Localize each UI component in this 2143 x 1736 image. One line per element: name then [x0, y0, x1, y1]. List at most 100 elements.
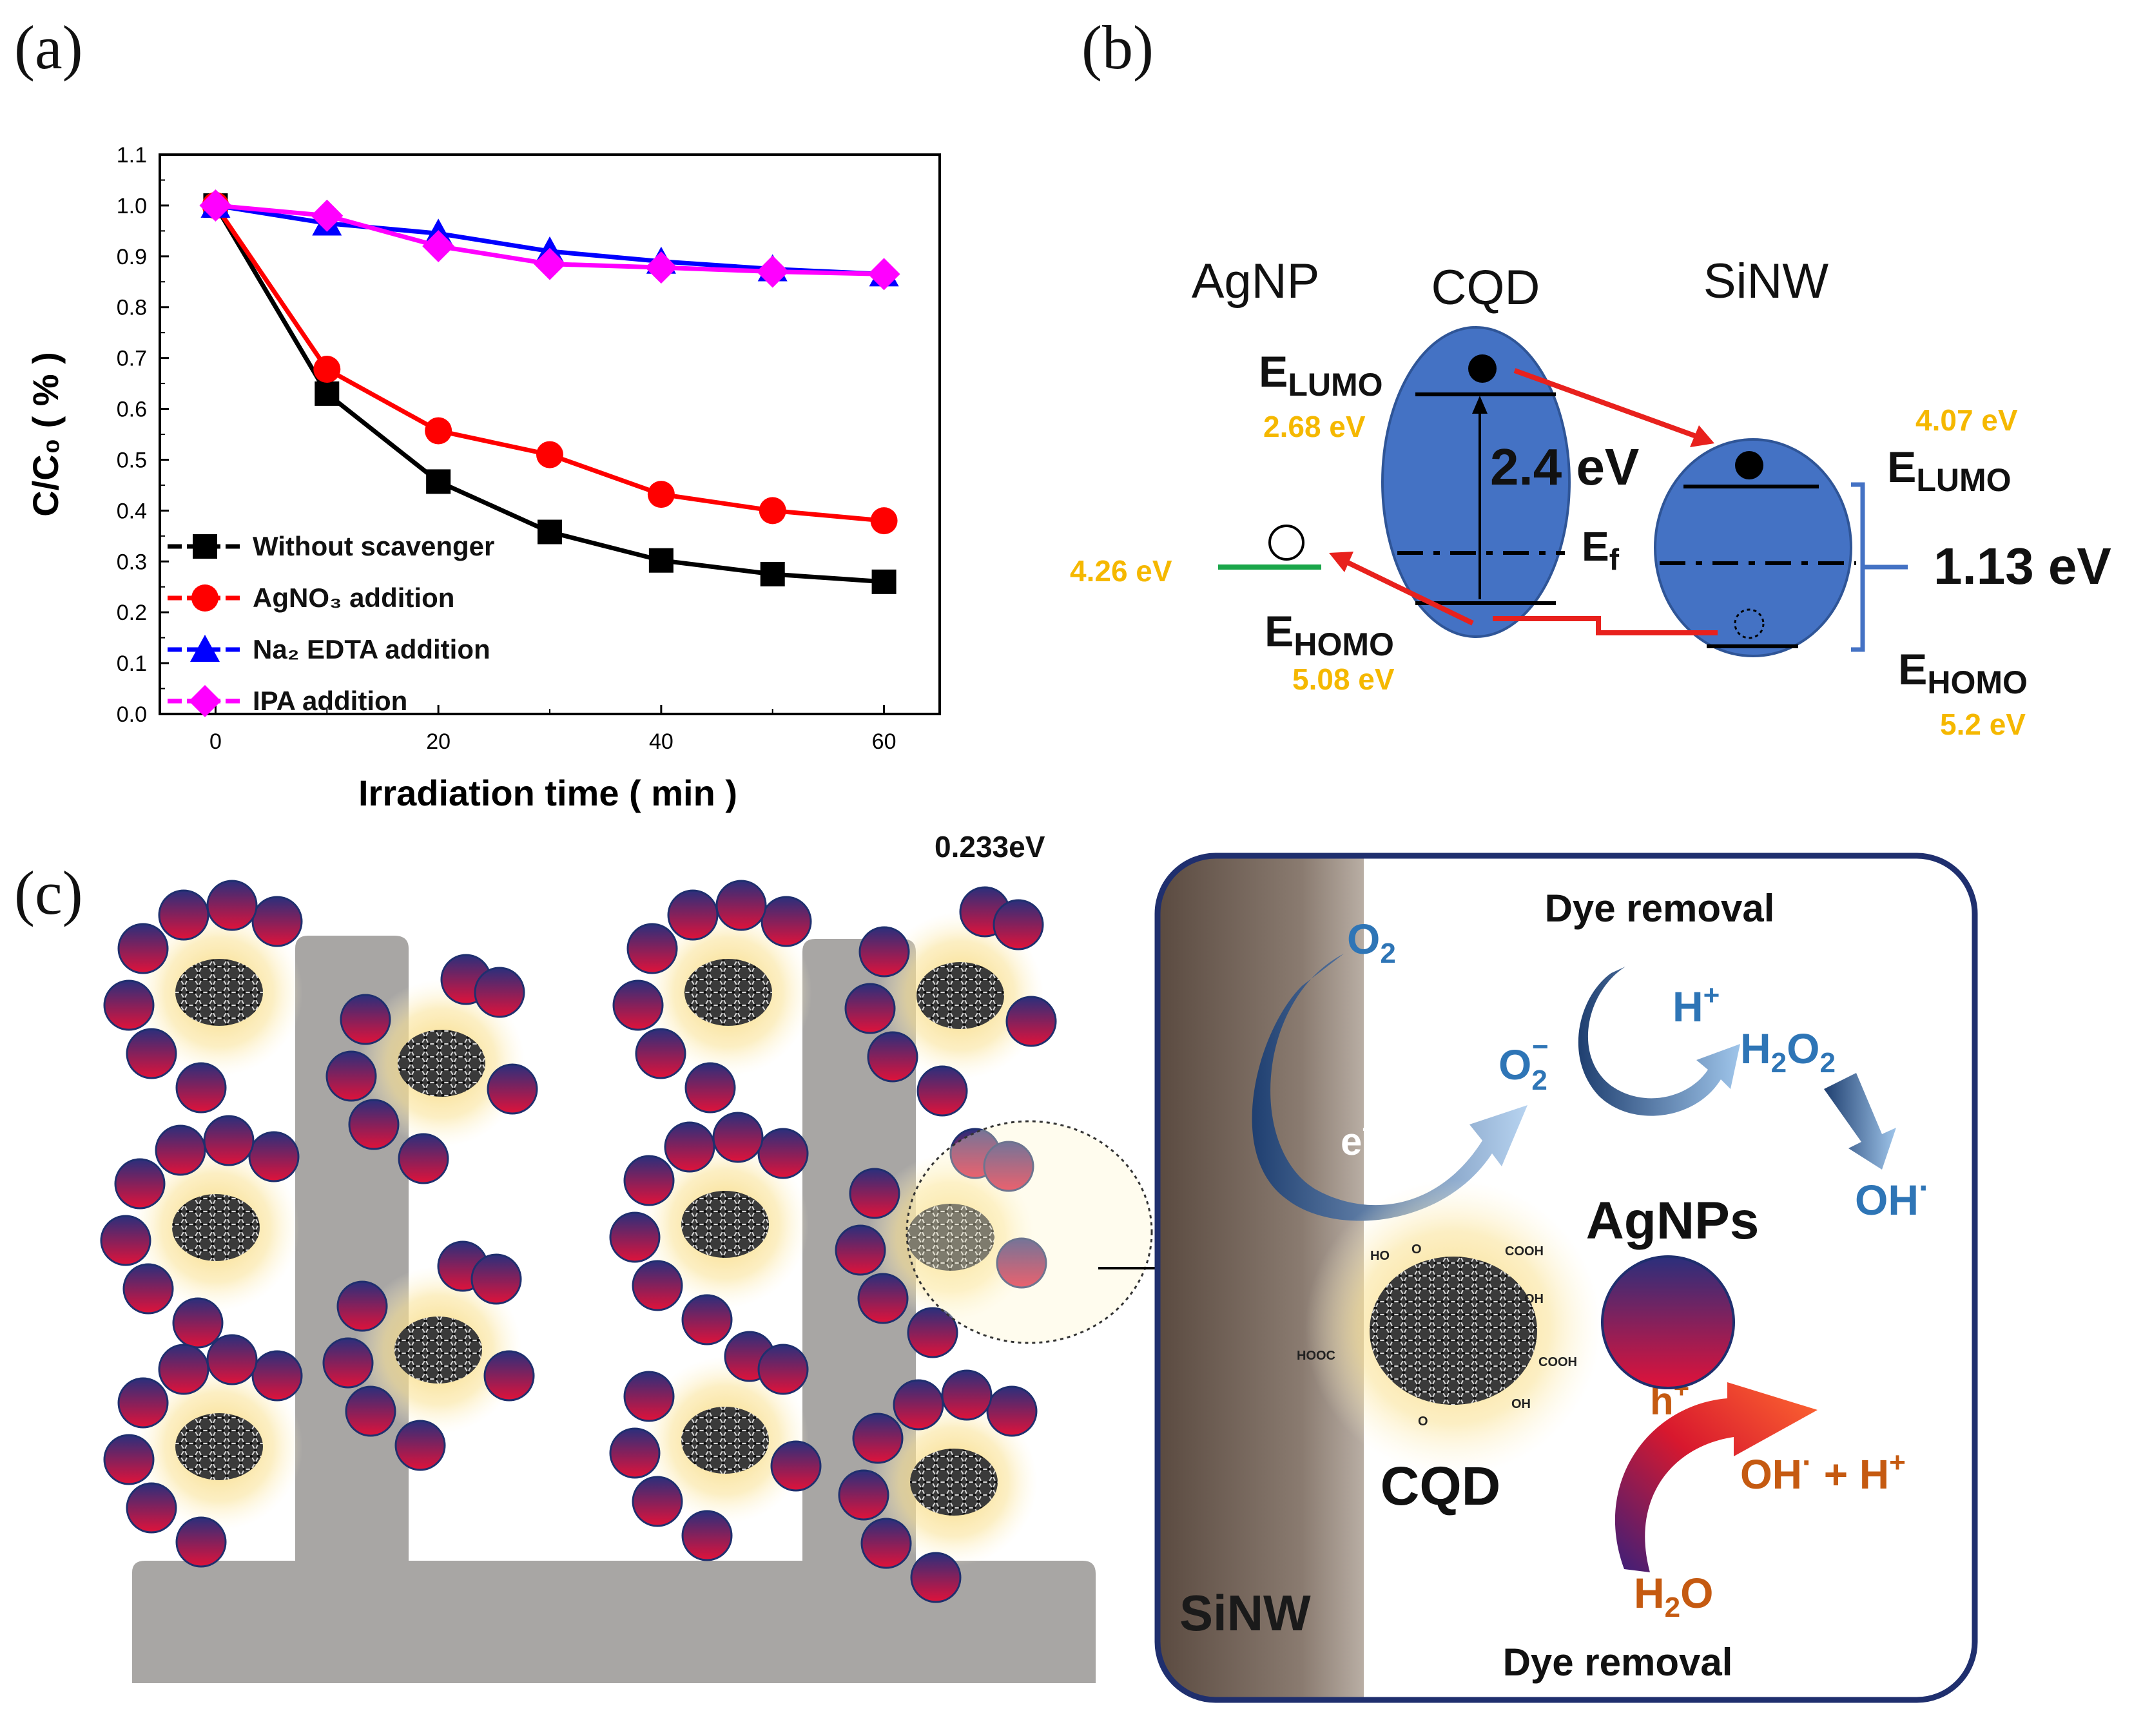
y-tick-label: 0.8 — [117, 296, 147, 320]
cluster-agnp — [175, 1062, 227, 1114]
y-tick-label: 0.6 — [117, 398, 147, 422]
x-tick-label: 20 — [426, 729, 451, 754]
hole-transfer-arrow — [1343, 558, 1474, 626]
legend-marker — [191, 584, 218, 612]
sinw-label: SiNW — [1703, 254, 1828, 309]
cluster — [322, 1240, 535, 1471]
cluster-cqd — [907, 1204, 994, 1271]
cluster-agnp — [345, 1385, 396, 1437]
cluster-agnp — [757, 1128, 809, 1179]
cluster-agnp — [483, 1350, 535, 1402]
cqd-graphene-stack — [1370, 1257, 1537, 1405]
data-point — [534, 247, 566, 280]
hydroxyl-label: OH· — [1855, 1170, 1930, 1224]
legend-entry-3: IPA addition — [168, 685, 407, 717]
cluster-agnp — [941, 1369, 993, 1421]
dye-removal-top: Dye removal — [1545, 887, 1775, 930]
cluster-agnp — [103, 979, 155, 1031]
legend-label: Na₂ EDTA addition — [253, 634, 490, 664]
cqd-e-homo-label: EHOMO — [1265, 607, 1394, 662]
h2o2-to-oh-arrow — [1824, 1073, 1896, 1170]
gap-bracket — [1851, 482, 1865, 652]
cluster-cqd — [175, 959, 263, 1026]
cluster-agnp — [852, 1413, 904, 1464]
data-point — [538, 519, 562, 545]
agnp-hole — [1268, 525, 1304, 561]
cluster-agnp — [715, 880, 767, 931]
cqd-group-label: OH — [1524, 1292, 1544, 1306]
cluster-agnp — [126, 1028, 177, 1079]
cluster-agnp — [681, 1510, 733, 1561]
series-layer — [199, 189, 900, 594]
cqd-mechanism-label: CQD — [1381, 1456, 1501, 1516]
cluster-agnp — [487, 1063, 538, 1115]
legend-entry-1: AgNO₃ addition — [168, 583, 454, 613]
agnp-value: 4.26 eV — [1070, 554, 1172, 588]
cluster-agnp — [667, 889, 719, 941]
data-point — [425, 417, 452, 445]
hole-oxidation-arrow — [1615, 1382, 1818, 1572]
sinw-hole — [1734, 608, 1765, 639]
electron-transfer-arrow — [1513, 368, 1703, 441]
data-point — [759, 497, 786, 525]
cluster-agnp — [681, 1294, 733, 1345]
card-frame — [1154, 853, 1978, 1703]
o2-label: O2 — [1347, 915, 1396, 969]
series-3 — [199, 189, 900, 291]
cluster-agnp — [623, 1371, 675, 1422]
cluster-agnp — [910, 1552, 962, 1603]
cluster-agnp — [757, 1344, 809, 1395]
mechanism-card: SiNW Dye removal Dye removal e− O2 O2− H… — [1154, 853, 1978, 1703]
data-point — [756, 255, 789, 288]
cluster-agnp — [684, 1062, 736, 1114]
cluster-agnp — [983, 1141, 1034, 1192]
cluster-agnp — [664, 1121, 715, 1173]
series-0 — [203, 193, 897, 594]
cluster-agnp — [206, 880, 258, 931]
cluster-agnp — [155, 1124, 206, 1176]
y-tick-label: 0.5 — [117, 448, 147, 472]
cluster — [609, 1112, 809, 1345]
x-tick-label: 40 — [649, 729, 674, 754]
cluster-agnp — [172, 1297, 224, 1349]
sinw-to-cqd-path — [1493, 616, 1718, 635]
cqd-e-lumo-label: ELUMO — [1259, 347, 1383, 403]
cluster-cqd — [916, 962, 1004, 1029]
x-axis-label: Irradiation time ( min ) — [358, 773, 737, 813]
cqd-group-label: O — [1411, 1242, 1422, 1257]
x-tick-label: 0 — [209, 729, 222, 754]
x-tick-label: 60 — [872, 729, 897, 754]
data-point — [871, 569, 897, 594]
y-tick-label: 0.3 — [117, 550, 147, 574]
cluster-agnp — [996, 1237, 1047, 1289]
cluster-agnp — [838, 1469, 889, 1521]
zoom-circle — [906, 1120, 1153, 1344]
sinw-homo-value: 5.2 eV — [1940, 708, 2026, 741]
y-tick-label: 0.1 — [117, 651, 147, 676]
cluster-agnp — [126, 1482, 177, 1534]
cqd-group-label: HO — [1370, 1249, 1390, 1263]
legend-entry-0: Without scavenger — [168, 531, 494, 561]
cluster-agnp — [609, 1211, 661, 1263]
legend-marker — [193, 534, 217, 559]
cluster-agnp — [398, 1133, 449, 1184]
cluster-agnp — [635, 1028, 686, 1079]
y-axis-label: C/C₀ ( % ) — [25, 352, 66, 516]
cluster-agnp — [117, 1377, 169, 1429]
cluster-agnp — [251, 896, 303, 947]
agnp-sphere — [1601, 1255, 1735, 1389]
data-point — [422, 230, 455, 263]
superoxide-label: O2− — [1498, 1031, 1549, 1096]
cluster-agnp — [348, 1099, 400, 1150]
cqd-label: CQD — [1431, 260, 1540, 315]
cluster-agnp — [158, 889, 209, 941]
cluster-cqd — [175, 1413, 263, 1480]
axis-ticks — [160, 153, 886, 715]
oh-h-product-label: OH· + H+ — [1740, 1446, 1906, 1498]
cluster-agnp — [860, 1518, 912, 1569]
cluster — [838, 1369, 1038, 1603]
data-point — [536, 441, 563, 468]
cluster-agnp — [844, 983, 896, 1034]
